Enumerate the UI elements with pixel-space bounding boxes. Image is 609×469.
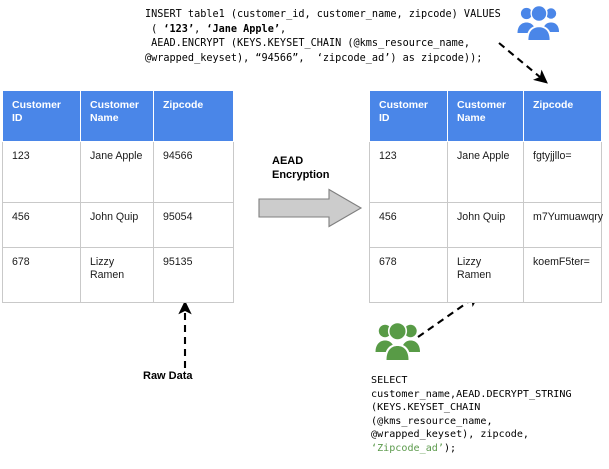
select-sql-ad-literal: ‘Zipcode_ad’	[371, 442, 444, 454]
select-sql-statement: SELECT customer_name,AEAD.DECRYPT_STRING…	[371, 374, 572, 456]
cell-customer-id: 456	[369, 202, 448, 248]
insert-sql-customer-name-value: ‘Jane Apple’	[206, 23, 280, 35]
raw-data-label: Raw Data	[143, 370, 193, 382]
header-line: Name	[90, 111, 119, 124]
table-row: 123 Jane Apple 94566	[2, 141, 234, 203]
cell-customer-name: John Quip	[80, 202, 154, 248]
cell-zipcode-encrypted: koemF5ter=	[523, 247, 602, 303]
header-line: Customer	[457, 99, 507, 111]
select-sql-line-5: @wrapped_keyset), zipcode,	[371, 429, 530, 441]
insert-flow-arrow	[498, 42, 548, 84]
select-sql-line-2: customer_name,AEAD.DECRYPT_STRING	[371, 388, 572, 400]
header-line: Customer	[12, 99, 62, 111]
table-row: 678 Lizzy Ramen 95135	[2, 247, 234, 303]
cell-zipcode-encrypted: m7Yumuawqry	[523, 202, 603, 248]
cell-zipcode: 95054	[153, 202, 234, 248]
insert-sql-line-1: INSERT table1 (customer_id, customer_nam…	[145, 9, 501, 20]
insert-sql-customer-id-value: ‘123’	[163, 23, 195, 35]
aead-label-line-2: Encryption	[272, 168, 330, 181]
cell-customer-id: 678	[369, 247, 448, 303]
cell-customer-name: Lizzy Ramen	[80, 247, 154, 303]
table-row: 678 Lizzy Ramen koemF5ter=	[369, 247, 602, 303]
aead-label-line-1: AEAD	[272, 155, 304, 167]
table-row: 456 John Quip m7Yumuawqry	[369, 202, 603, 248]
header-line: ID	[379, 111, 390, 124]
people-group-icon	[375, 321, 420, 360]
cell-customer-name: Jane Apple	[447, 141, 524, 203]
cell-customer-name: Lizzy Ramen	[447, 247, 524, 303]
cell-zipcode: 95135	[153, 247, 234, 303]
header-line: ID	[12, 111, 23, 124]
cell-zipcode: 94566	[153, 141, 234, 203]
cell-customer-name: John Quip	[447, 202, 524, 248]
insert-sql-line-2-mid: ,	[194, 23, 207, 35]
insert-sql-statement: INSERT table1 (customer_id, customer_nam…	[145, 8, 501, 66]
insert-sql-line-2-suffix: ,	[279, 23, 287, 35]
table-row: 456 John Quip 95054	[2, 202, 234, 248]
cell-customer-id: 678	[2, 247, 81, 303]
header-line: Zipcode	[163, 99, 204, 111]
aead-encryption-arrow	[258, 188, 363, 228]
cell-customer-id: 123	[2, 141, 81, 203]
insert-sql-line-2-prefix: (	[145, 23, 164, 35]
select-sql-line-3: (KEYS.KEYSET_CHAIN	[371, 402, 481, 414]
header-line: Customer	[379, 99, 429, 111]
cell-customer-id: 123	[369, 141, 448, 203]
select-sql-line-6-rest: );	[443, 442, 457, 454]
column-header-zipcode: Zipcode	[153, 90, 234, 142]
insert-sql-line-3: AEAD.ENCRYPT (KEYS.KEYSET_CHAIN (@kms_re…	[145, 38, 471, 50]
table-row: 123 Jane Apple fgtyjjllo=	[369, 141, 602, 203]
cell-zipcode-encrypted: fgtyjjllo=	[523, 141, 602, 203]
select-sql-line-1: SELECT	[371, 375, 408, 386]
people-group-icon	[517, 4, 559, 40]
cell-customer-id: 456	[2, 202, 81, 248]
cell-customer-name: Jane Apple	[80, 141, 154, 203]
header-line: Name	[457, 111, 486, 124]
column-header-zipcode: Zipcode	[523, 90, 602, 142]
header-line: Customer	[90, 99, 140, 111]
insert-sql-line-4: @wrapped_keyset), “94566”, ‘zipcode_ad’)…	[145, 52, 483, 64]
select-sql-line-4: (@kms_resource_name,	[371, 415, 493, 427]
header-line: Zipcode	[533, 99, 574, 111]
